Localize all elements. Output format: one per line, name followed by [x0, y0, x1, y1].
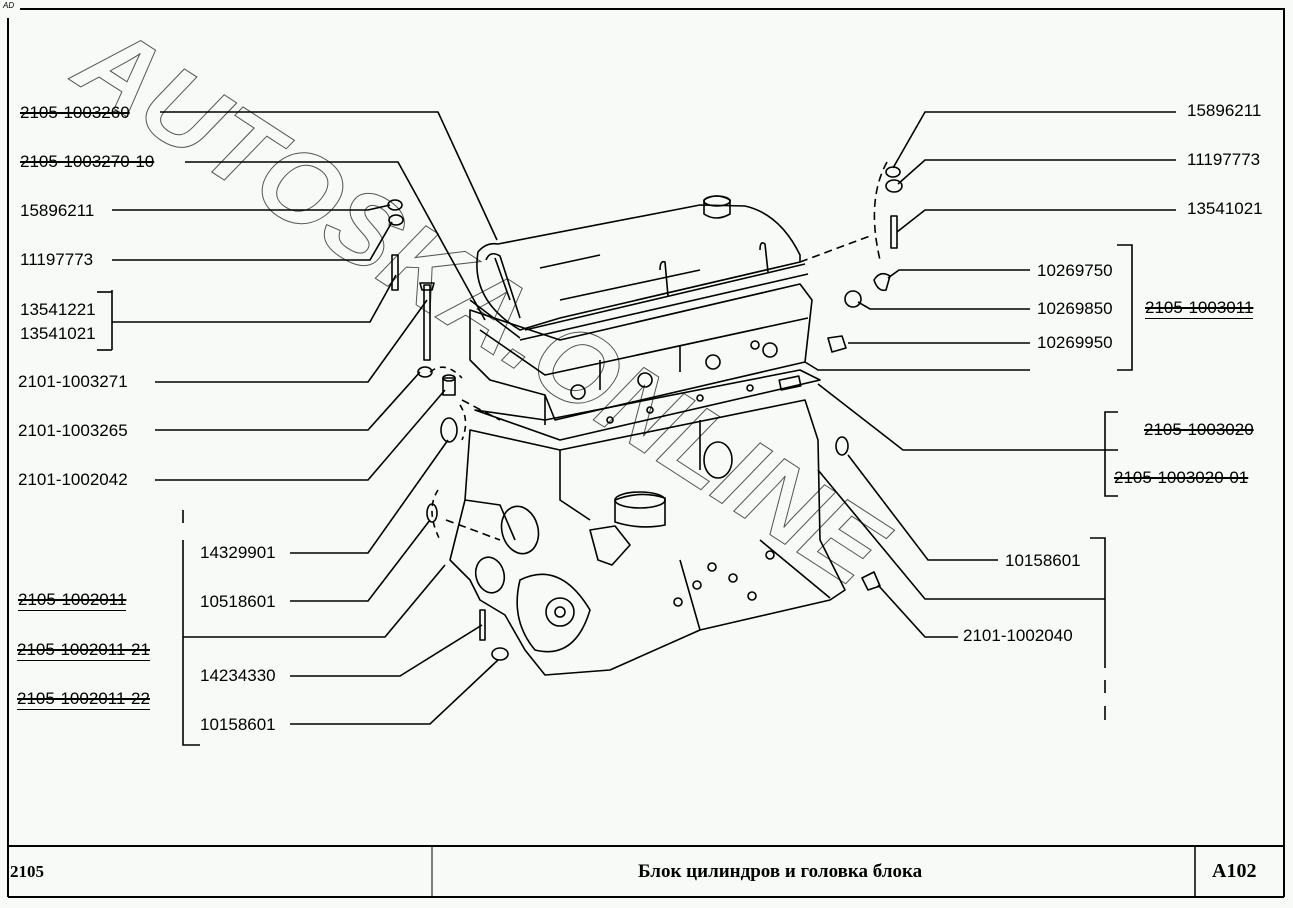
part-label-13541021-right[interactable]: 13541021 — [1187, 199, 1263, 218]
part-label-14234330[interactable]: 14234330 — [200, 666, 276, 685]
part-label-2105-1003260[interactable]: 2105-1003260 — [20, 103, 130, 122]
part-label-13541021-left[interactable]: 13541021 — [20, 324, 96, 343]
part-label-13541221[interactable]: 13541221 — [20, 300, 96, 319]
loose-parts-left — [387, 199, 509, 661]
part-label-10158601-right[interactable]: 10158601 — [1005, 551, 1081, 570]
part-label-15896211-left[interactable]: 15896211 — [20, 201, 95, 220]
corner-mark: AD — [3, 1, 15, 10]
part-label-2105-1003020[interactable]: 2105-1003020 — [1144, 420, 1254, 439]
title-block-title: Блок цилиндров и головка блока — [638, 861, 923, 882]
part-label-11197773-right[interactable]: 11197773 — [1187, 150, 1261, 169]
part-label-10518601[interactable]: 10518601 — [200, 592, 276, 611]
part-label-2101-1002042[interactable]: 2101-1002042 — [18, 470, 128, 489]
cylinder-head — [469, 283, 813, 425]
assembly-label-2105-1002011[interactable]: 2105-1002011 — [18, 590, 127, 611]
part-label-11197773-left[interactable]: 11197773 — [20, 250, 94, 269]
assembly-label-2105-1003011[interactable]: 2105-1003011 — [1145, 298, 1254, 319]
loose-parts-right — [799, 161, 903, 591]
part-label-10269850[interactable]: 10269850 — [1037, 299, 1113, 318]
part-label-2105-1003270-10[interactable]: 2105-1003270-10 — [20, 152, 155, 171]
part-label-10269750[interactable]: 10269750 — [1037, 261, 1113, 280]
head-gasket — [474, 369, 821, 441]
part-label-2105-1003020-01[interactable]: 2105-1003020-01 — [1114, 468, 1249, 487]
part-label-15896211-right[interactable]: 15896211 — [1187, 101, 1262, 120]
cylinder-block — [449, 399, 846, 676]
engine-drawing — [387, 161, 903, 676]
leader-lines — [97, 111, 1176, 746]
title-block-sheet: A102 — [1212, 860, 1257, 882]
title-block-model: 2105 — [10, 862, 44, 881]
part-label-14329901[interactable]: 14329901 — [200, 543, 276, 562]
assembly-label-2105-1002011-22[interactable]: 2105-1002011-22 — [17, 689, 150, 710]
assembly-label-2105-1002011-21[interactable]: 2105-1002011-21 — [17, 640, 150, 661]
sheet-border — [7, 8, 1285, 898]
part-label-2101-1002040[interactable]: 2101-1002040 — [963, 626, 1073, 645]
part-label-10158601-left[interactable]: 10158601 — [200, 715, 276, 734]
part-label-2101-1003265[interactable]: 2101-1003265 — [18, 421, 128, 440]
part-label-10269950[interactable]: 10269950 — [1037, 333, 1113, 352]
part-label-2101-1003271[interactable]: 2101-1003271 — [18, 372, 128, 391]
